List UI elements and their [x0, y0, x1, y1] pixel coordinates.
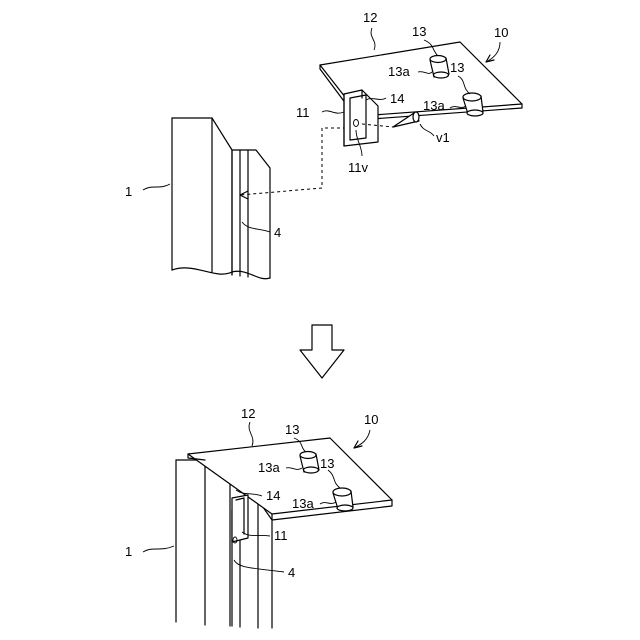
top-illustration — [172, 42, 522, 279]
label-4-top: 4 — [274, 225, 281, 240]
label-13-top-b: 13 — [450, 60, 464, 75]
label-10-bottom: 10 — [364, 412, 378, 427]
leader-v1-top — [420, 124, 434, 136]
leader-1-top — [143, 184, 170, 190]
label-13a-top-b: 13a — [423, 98, 445, 113]
plate-unit-bottom — [188, 438, 392, 520]
leader-4-bottom — [234, 560, 284, 572]
label-10-top: 10 — [494, 25, 508, 40]
label-11-top: 11 — [296, 105, 310, 120]
label-1-top: 1 — [125, 184, 132, 199]
leader-10-top-arrow — [486, 55, 494, 62]
leader-11-top — [322, 111, 344, 113]
label-12-bottom: 12 — [241, 406, 255, 421]
label-14-bottom: 14 — [266, 488, 280, 503]
label-13-top-a: 13 — [412, 24, 426, 39]
label-4-bottom: 4 — [288, 565, 295, 580]
bracket-bottom — [232, 495, 248, 543]
label-13a-bottom-a: 13a — [258, 460, 280, 475]
leader-12-top — [371, 28, 375, 50]
label-13a-bottom-b: 13a — [292, 496, 314, 511]
leader-1-bottom — [143, 546, 174, 552]
label-12-top: 12 — [363, 10, 377, 25]
label-14-top: 14 — [390, 91, 404, 106]
label-11v-top: 11v — [348, 160, 368, 175]
insertion-path — [240, 128, 346, 195]
label-v1-top: v1 — [436, 130, 450, 145]
leader-10-bottom — [354, 430, 370, 448]
label-13a-top-a: 13a — [388, 64, 410, 79]
transition-arrow — [300, 325, 344, 378]
pillar-top — [172, 118, 270, 279]
label-11-bottom: 11 — [274, 528, 288, 543]
leader-4-top — [242, 222, 270, 232]
leader-12-bottom — [249, 422, 253, 446]
label-13-bottom-a: 13 — [285, 422, 299, 437]
label-1-bottom: 1 — [125, 544, 132, 559]
label-13-bottom-b: 13 — [320, 456, 334, 471]
